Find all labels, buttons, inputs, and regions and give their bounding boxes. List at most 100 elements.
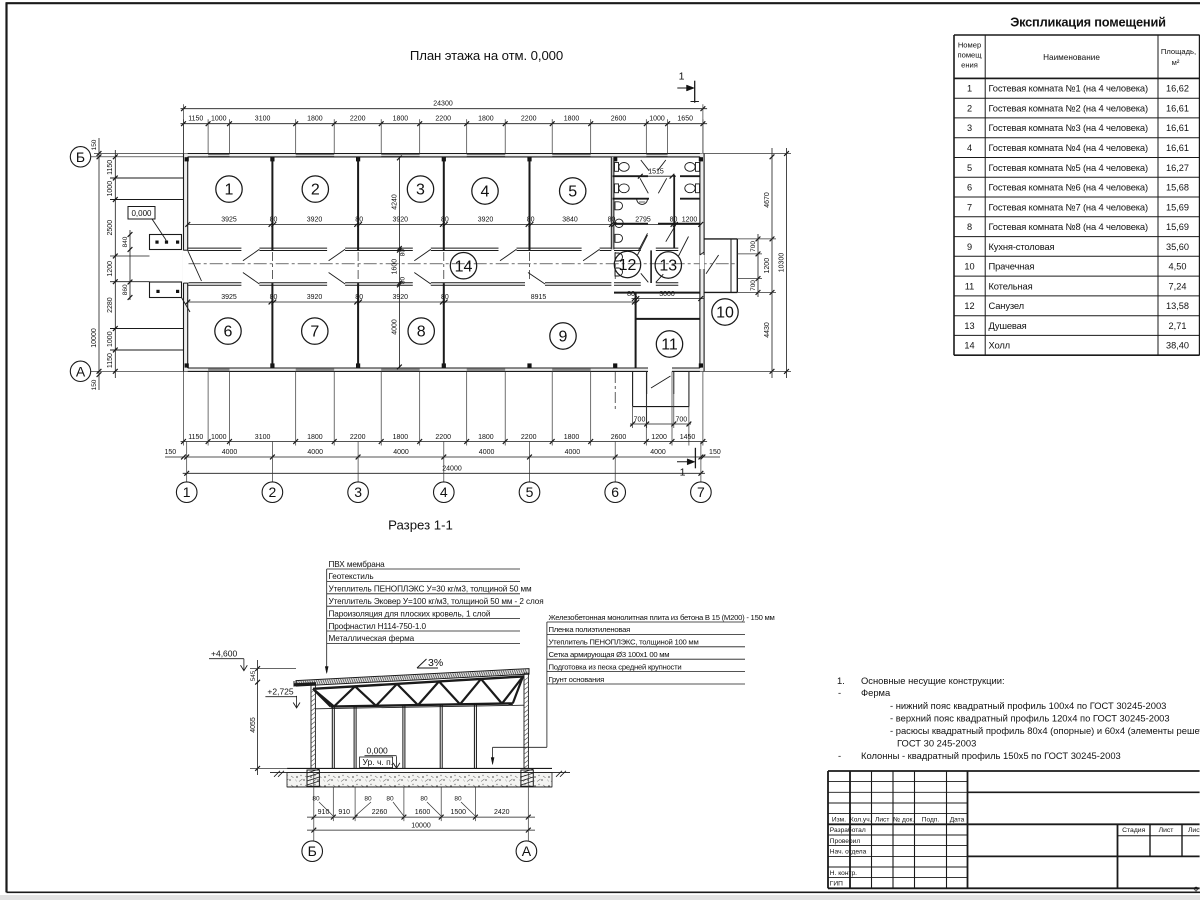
svg-text:Наименование: Наименование <box>1043 53 1100 62</box>
svg-text:3%: 3% <box>428 657 443 669</box>
svg-text:Н. контр.: Н. контр. <box>830 870 857 877</box>
svg-text:1: 1 <box>967 84 972 94</box>
svg-text:4240: 4240 <box>392 194 399 210</box>
svg-text:3100: 3100 <box>255 116 271 123</box>
svg-text:860: 860 <box>122 284 129 295</box>
svg-text:Пароизоляция для плоских крове: Пароизоляция для плоских кровель, 1 слой <box>329 609 491 618</box>
svg-text:10: 10 <box>716 305 734 322</box>
svg-text:Гостевая комната №8 (на 4 чело: Гостевая комната №8 (на 4 человека) <box>989 221 1148 232</box>
svg-text:1800: 1800 <box>564 434 580 441</box>
svg-text:3: 3 <box>967 123 972 133</box>
svg-text:2600: 2600 <box>611 434 627 441</box>
svg-text:3000: 3000 <box>659 291 675 298</box>
svg-text:Гостевая комната №1 (на 4 чело: Гостевая комната №1 (на 4 человека) <box>989 83 1148 94</box>
svg-text:8915: 8915 <box>531 294 547 301</box>
svg-text:ГОСТ 30 245-2003: ГОСТ 30 245-2003 <box>897 738 976 749</box>
svg-text:1150: 1150 <box>188 434 203 441</box>
svg-text:Утеплитель Эковер У=100 кг/м3,: Утеплитель Эковер У=100 кг/м3, толщиной … <box>329 597 544 606</box>
svg-text:16,61: 16,61 <box>1166 104 1189 114</box>
svg-text:2420: 2420 <box>494 809 510 816</box>
svg-text:545: 545 <box>250 670 257 681</box>
svg-text:150: 150 <box>164 449 176 456</box>
svg-text:13: 13 <box>659 258 677 275</box>
svg-text:4055: 4055 <box>250 717 257 733</box>
svg-text:16,62: 16,62 <box>1166 84 1189 94</box>
svg-text:Грунт основания: Грунт основания <box>549 675 605 684</box>
svg-text:Санузел: Санузел <box>989 300 1024 311</box>
svg-text:1150: 1150 <box>107 160 114 175</box>
svg-text:План этажа на отм. 0,000: План этажа на отм. 0,000 <box>410 48 563 63</box>
svg-text:80: 80 <box>355 217 363 224</box>
svg-text:1: 1 <box>183 484 191 500</box>
svg-text:Гостевая комната №2 (на 4 чело: Гостевая комната №2 (на 4 человека) <box>989 103 1148 114</box>
svg-text:13,58: 13,58 <box>1166 301 1189 311</box>
svg-text:Листов: Листов <box>1188 827 1200 834</box>
svg-text:15,69: 15,69 <box>1166 202 1189 212</box>
svg-text:Нач. отдела: Нач. отдела <box>830 849 867 856</box>
svg-text:Профнастил Н114-750-1.0: Профнастил Н114-750-1.0 <box>329 622 427 631</box>
svg-text:Котельная: Котельная <box>989 280 1033 291</box>
svg-text:14: 14 <box>455 258 473 275</box>
svg-text:4000: 4000 <box>565 449 581 456</box>
svg-text:Изм.: Изм. <box>832 817 846 824</box>
svg-text:2: 2 <box>311 182 320 199</box>
svg-text:35,60: 35,60 <box>1166 242 1189 252</box>
svg-text:3925: 3925 <box>221 217 237 224</box>
svg-text:Гостевая комната №5 (на 4 чело: Гостевая комната №5 (на 4 человека) <box>989 162 1148 173</box>
svg-text:910: 910 <box>338 809 350 816</box>
svg-text:Ф: Ф <box>1193 887 1198 894</box>
svg-text:Основные несущие конструкции:: Основные несущие конструкции: <box>861 675 1005 686</box>
svg-text:80: 80 <box>670 217 678 224</box>
svg-text:80: 80 <box>386 796 394 803</box>
svg-text:10: 10 <box>964 262 974 272</box>
svg-text:80: 80 <box>441 294 449 301</box>
svg-text:3920: 3920 <box>393 294 409 301</box>
svg-text:2600: 2600 <box>611 116 627 123</box>
svg-text:5: 5 <box>967 163 972 173</box>
svg-text:- верхний пояс квадратный проф: - верхний пояс квадратный профиль 120х4 … <box>890 713 1170 724</box>
svg-text:м²: м² <box>1172 58 1180 67</box>
svg-text:3: 3 <box>354 484 362 500</box>
svg-text:1600: 1600 <box>392 259 399 275</box>
svg-text:Прачечная: Прачечная <box>989 261 1035 272</box>
svg-text:10300: 10300 <box>779 253 786 273</box>
svg-text:2200: 2200 <box>435 434 451 441</box>
svg-text:Душевая: Душевая <box>989 320 1027 331</box>
svg-text:13: 13 <box>964 321 974 331</box>
svg-text:Экспликация помещений: Экспликация помещений <box>1010 15 1166 30</box>
svg-text:24300: 24300 <box>433 100 453 107</box>
svg-text:80: 80 <box>364 796 372 803</box>
svg-text:1800: 1800 <box>393 434 409 441</box>
svg-text:Пленка полиэтиленовая: Пленка полиэтиленовая <box>549 625 631 634</box>
svg-text:1000: 1000 <box>649 116 665 123</box>
svg-text:2260: 2260 <box>372 809 388 816</box>
svg-text:Б: Б <box>76 149 85 165</box>
svg-text:910: 910 <box>318 809 330 816</box>
svg-text:2200: 2200 <box>521 116 537 123</box>
svg-text:1: 1 <box>679 71 685 83</box>
svg-text:3920: 3920 <box>393 217 409 224</box>
svg-text:80: 80 <box>627 291 635 298</box>
svg-text:- нижний пояс квадратный профи: - нижний пояс квадратный профиль 100х4 п… <box>890 700 1166 711</box>
svg-text:0,000: 0,000 <box>131 209 152 218</box>
svg-text:1800: 1800 <box>307 116 323 123</box>
svg-text:700: 700 <box>634 416 646 423</box>
svg-text:4430: 4430 <box>764 322 771 338</box>
svg-text:1000: 1000 <box>107 331 114 347</box>
svg-text:Колонны - квадратный профиль 1: Колонны - квадратный профиль 150х5 по ГО… <box>861 750 1121 761</box>
svg-text:+4,600: +4,600 <box>211 649 238 659</box>
svg-text:Кухня-столовая: Кухня-столовая <box>989 241 1055 252</box>
svg-text:Разрез 1-1: Разрез 1-1 <box>388 518 453 533</box>
svg-text:2: 2 <box>967 104 972 114</box>
svg-text:1200: 1200 <box>764 258 771 274</box>
svg-text:3920: 3920 <box>307 217 323 224</box>
svg-text:0,000: 0,000 <box>367 746 389 756</box>
svg-text:Площадь,: Площадь, <box>1161 47 1196 56</box>
svg-text:2,71: 2,71 <box>1169 321 1187 331</box>
svg-text:4670: 4670 <box>764 192 771 208</box>
svg-text:3: 3 <box>416 182 425 199</box>
svg-text:Разработал: Разработал <box>830 826 866 834</box>
svg-text:ПВХ мембрана: ПВХ мембрана <box>329 560 386 569</box>
svg-text:1200: 1200 <box>107 261 114 277</box>
svg-text:2: 2 <box>269 484 277 500</box>
